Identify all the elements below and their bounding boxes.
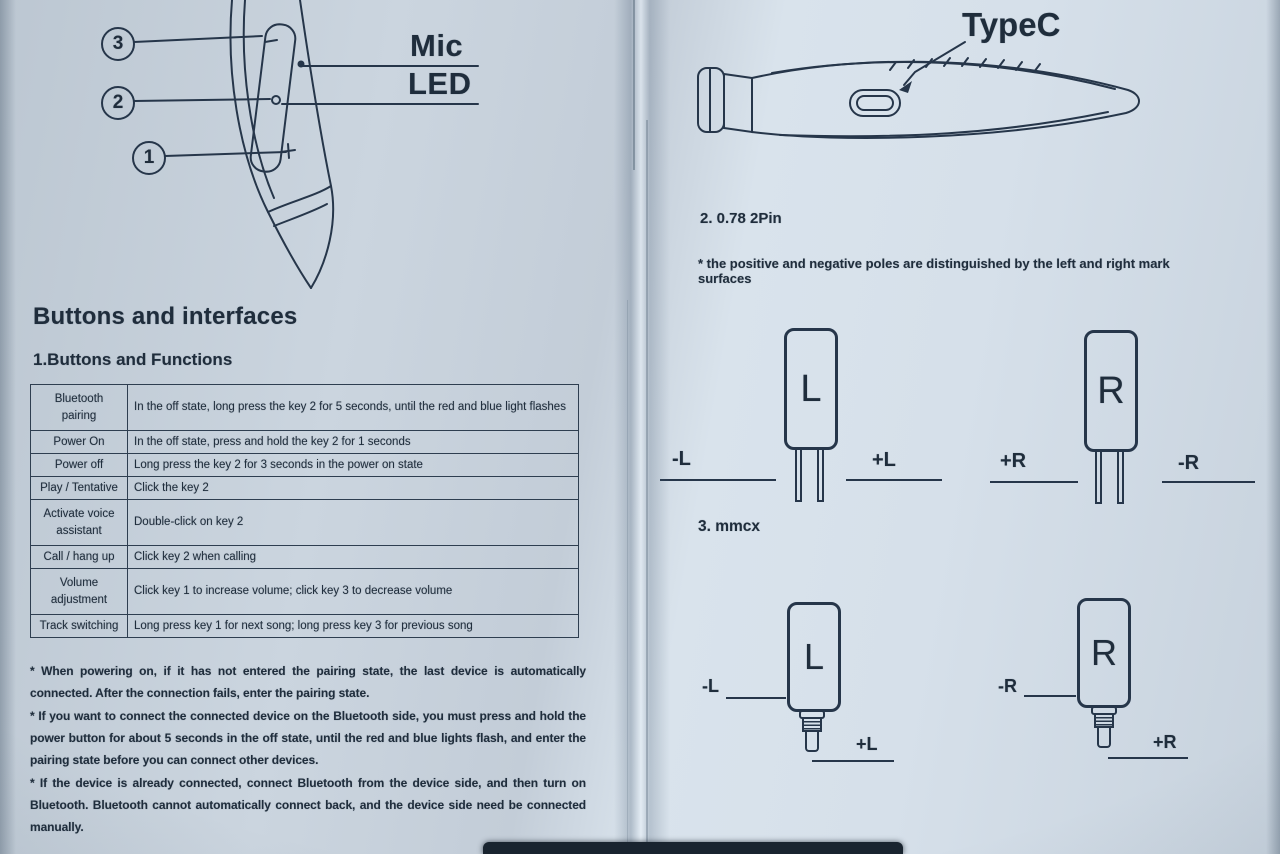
fold-crease xyxy=(646,120,648,854)
pin-connector-right-letter: R xyxy=(1097,369,1125,412)
callout-number-1-label: 1 xyxy=(143,147,155,168)
callout-number-2: 2 xyxy=(101,86,135,120)
section-title-mmcx: 3. mmcx xyxy=(698,518,761,535)
typec-callout-label: TypeC xyxy=(962,6,1061,43)
pin-connector-left: L xyxy=(784,328,844,508)
mmcx-r-plus-label: +R xyxy=(1153,732,1177,752)
table-cell-value: In the off state, press and hold the key… xyxy=(127,430,579,454)
mmcx-connector-right: R xyxy=(1077,598,1131,708)
polarity-line xyxy=(1162,481,1255,483)
table-row: Activate voice assistant Double-click on… xyxy=(30,499,579,546)
table-cell-key: Power On xyxy=(30,430,128,454)
table-cell-value: Click key 1 to increase volume; click ke… xyxy=(127,568,579,615)
polarity-line xyxy=(1108,757,1188,759)
table-cell-key: Track switching xyxy=(30,614,128,638)
page-edge-shadow xyxy=(1266,0,1280,854)
pin-connector-right-body: R xyxy=(1084,330,1138,452)
mmcx-plug-right xyxy=(1089,706,1119,748)
mmcx-r-minus-label: -R xyxy=(998,676,1017,696)
table-cell-key: Call / hang up xyxy=(30,545,128,569)
pin-l-plus-label: +L xyxy=(872,449,896,471)
table-cell-key: Power off xyxy=(30,453,128,477)
callout-number-1: 1 xyxy=(132,141,166,175)
mmcx-l-minus-label: -L xyxy=(702,676,719,696)
table-cell-value: Long press the key 2 for 3 seconds in th… xyxy=(127,453,579,477)
table-cell-key: Bluetooth pairing xyxy=(30,384,128,431)
mmcx-flange xyxy=(799,710,825,719)
polarity-line xyxy=(812,760,894,762)
table-row: Power On In the off state, press and hol… xyxy=(30,430,579,454)
table-row: Volume adjustment Click key 1 to increas… xyxy=(30,568,579,615)
mmcx-ribs xyxy=(802,719,822,732)
footnotes: * When powering on, if it has not entere… xyxy=(30,660,586,839)
mmcx-l-plus-label: +L xyxy=(856,734,878,754)
pin-r-plus-label: +R xyxy=(1000,450,1027,472)
pin-prong xyxy=(1095,450,1102,504)
neckband-typec-drawing xyxy=(697,41,1140,139)
footnote-reconnect: * If you want to connect the connected d… xyxy=(30,709,586,767)
earphone-control-pod-drawing xyxy=(133,0,479,289)
fold-crease xyxy=(627,300,628,854)
section-title-2pin: 2. 0.78 2Pin xyxy=(700,210,782,227)
pin-connector-right: R xyxy=(1084,330,1144,510)
footnote-pairing: * When powering on, if it has not entere… xyxy=(30,664,586,700)
mmcx-plug-left xyxy=(797,710,827,752)
table-row: Play / Tentative Click the key 2 xyxy=(30,476,579,500)
page-fold xyxy=(614,0,670,854)
page-edge-shadow xyxy=(0,0,16,854)
table-row: Bluetooth pairing In the off state, long… xyxy=(30,384,579,431)
pin-connector-left-letter: L xyxy=(800,367,822,410)
pin-prong xyxy=(795,448,802,502)
mmcx-tip xyxy=(805,732,819,752)
polarity-line xyxy=(1024,695,1076,697)
polarity-line xyxy=(846,479,942,481)
table-edge-shadow xyxy=(483,842,903,854)
mmcx-connector-left: L xyxy=(787,602,841,712)
table-row: Call / hang up Click key 2 when calling xyxy=(30,545,579,569)
section-title-buttons: 1.Buttons and Functions xyxy=(33,350,233,369)
mmcx-tip xyxy=(1097,728,1111,748)
callout-number-2-label: 2 xyxy=(112,92,124,113)
mmcx-flange xyxy=(1091,706,1117,715)
led-callout-label: LED xyxy=(408,66,472,101)
table-cell-value: Click key 2 when calling xyxy=(127,545,579,569)
mmcx-connector-left-letter: L xyxy=(803,636,825,677)
table-cell-key: Play / Tentative xyxy=(30,476,128,500)
polarity-line xyxy=(660,479,776,481)
table-cell-value: Click the key 2 xyxy=(127,476,579,500)
arrowhead xyxy=(899,81,912,93)
mmcx-ribs xyxy=(1094,715,1114,728)
pin-prong xyxy=(817,448,824,502)
table-cell-value: Long press key 1 for next song; long pre… xyxy=(127,614,579,638)
pin-r-minus-label: -R xyxy=(1178,452,1200,474)
pin-l-minus-label: -L xyxy=(672,448,691,470)
polarity-line xyxy=(726,697,786,699)
table-cell-value: Double-click on key 2 xyxy=(127,499,579,546)
table-row: Power off Long press the key 2 for 3 sec… xyxy=(30,453,579,477)
table-row: Track switching Long press key 1 for nex… xyxy=(30,614,579,638)
polarity-note: * the positive and negative poles are di… xyxy=(698,256,1170,286)
callout-number-3-label: 3 xyxy=(112,33,124,54)
footnote-manual-connect: * If the device is already connected, co… xyxy=(30,776,586,834)
button-functions-table: Bluetooth pairing In the off state, long… xyxy=(30,384,579,638)
callout-number-3: 3 xyxy=(101,27,135,61)
pin-prong xyxy=(1117,450,1124,504)
table-cell-value: In the off state, long press the key 2 f… xyxy=(127,384,579,431)
mic-callout-label: Mic xyxy=(410,28,464,63)
page-title: Buttons and interfaces xyxy=(33,303,298,330)
table-cell-key: Activate voice assistant xyxy=(30,499,128,546)
fold-crease xyxy=(633,0,635,170)
pin-connector-left-body: L xyxy=(784,328,838,450)
polarity-line xyxy=(990,481,1078,483)
mmcx-connector-right-letter: R xyxy=(1091,632,1117,673)
table-cell-key: Volume adjustment xyxy=(30,568,128,615)
